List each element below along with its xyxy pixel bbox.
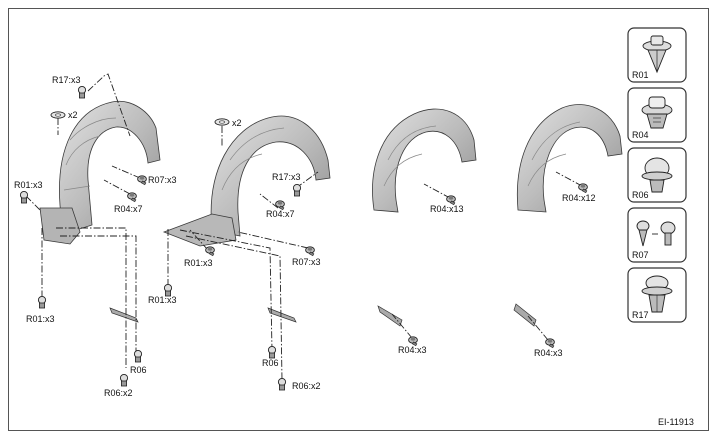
bracket-rear-right (513, 303, 537, 327)
legend-item-r07: R07 (627, 207, 687, 263)
fastener-r04-left (127, 192, 137, 203)
fender-liner-rear-left (372, 108, 477, 213)
bracket-middle (267, 307, 297, 323)
figure-reference: EI-11913 (658, 417, 694, 427)
callout-r04-middle: R04:x7 (266, 209, 295, 219)
callout-r06-left: R06 (130, 365, 147, 375)
callout-r01-middle-bottom: R01:x3 (148, 295, 177, 305)
callout-r06x2-middle: R06:x2 (292, 381, 321, 391)
fender-liner-left (39, 100, 161, 245)
callout-r01-left-bottom: R01:x3 (26, 314, 55, 324)
fastener-r01-left-bottom (37, 295, 47, 309)
legend-item-r17: R17 (627, 267, 687, 323)
fastener-r04-x12 (578, 183, 588, 194)
callout-r07-middle: R07:x3 (292, 257, 321, 267)
fastener-r01-left-top (19, 190, 29, 204)
fastener-r01-middle-top (205, 246, 215, 257)
callout-r04-bracket-3: R04:x3 (398, 345, 427, 355)
callout-r04-left: R04:x7 (114, 204, 143, 214)
fastener-legend: R01 R04 R06 (627, 27, 687, 323)
callout-r01-left-top: R01:x3 (14, 180, 43, 190)
callout-r04-x12: R04:x12 (562, 193, 596, 203)
push-rivet-icon (641, 275, 673, 313)
legend-code-r07: R07 (632, 250, 649, 260)
callout-r04-bracket-4: R04:x3 (534, 348, 563, 358)
diagram-frame (8, 8, 709, 431)
legend-item-r04: R04 (627, 87, 687, 143)
washer-left (50, 111, 66, 119)
callout-r17-left: R17:x3 (52, 75, 81, 85)
callout-washer-middle: x2 (232, 118, 242, 128)
callout-labels: R17:x3 x2 R07:x3 R04:x7 R01:x3 R01:x3 R0… (14, 75, 596, 398)
fastener-r07-middle (305, 246, 315, 257)
leader-lines (25, 73, 583, 381)
fastener-r17-left (77, 85, 87, 99)
fastener-r04-bracket-4 (545, 338, 555, 349)
washer-middle (214, 118, 230, 126)
fastener-r06-left (133, 349, 143, 363)
callout-washer-left: x2 (68, 110, 78, 120)
fender-liner-middle (162, 115, 331, 247)
fastener-r07-left (137, 175, 147, 186)
callout-r17-middle: R17:x3 (272, 172, 301, 182)
legend-code-r04: R04 (632, 130, 649, 140)
legend-code-r06: R06 (632, 190, 649, 200)
legend-item-r01: R01 (627, 27, 687, 83)
fastener-r17-middle (292, 183, 302, 197)
callout-r07-left: R07:x3 (148, 175, 177, 185)
callout-r06-middle: R06 (262, 358, 279, 368)
legend-code-r17: R17 (632, 310, 649, 320)
bracket-left (109, 307, 139, 323)
legend-item-r06: R06 (627, 147, 687, 203)
callout-r01-middle-top: R01:x3 (184, 258, 213, 268)
screw-grommet-icon (641, 96, 673, 129)
two-piece-clip-icon (636, 220, 676, 247)
mushroom-clip-icon (641, 157, 673, 193)
fastener-r06x2-left (119, 373, 129, 387)
push-pin-clip-icon (642, 35, 672, 74)
fender-liner-rear-right (516, 104, 623, 213)
fastener-r06x2-middle (277, 377, 287, 391)
fastener-r06-middle (267, 345, 277, 359)
bracket-rear-left (377, 305, 403, 327)
legend-code-r01: R01 (632, 70, 649, 80)
callout-r06x2-left: R06:x2 (104, 388, 133, 398)
callout-r04-x13: R04:x13 (430, 204, 464, 214)
